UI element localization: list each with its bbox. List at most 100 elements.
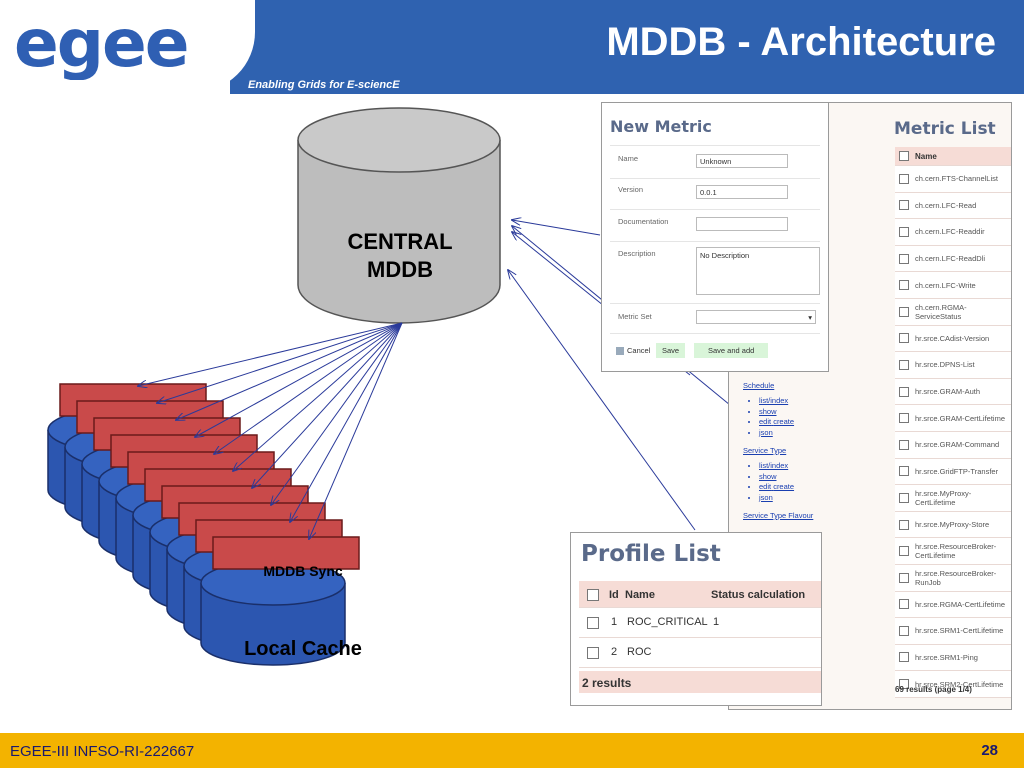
row-checkbox[interactable]	[899, 599, 909, 610]
link-edit-2[interactable]: edit	[759, 482, 772, 491]
logo-area: egee	[0, 0, 255, 92]
link-service-type-flavour[interactable]: Service Type Flavour	[743, 511, 814, 520]
sync-arrow	[233, 322, 403, 471]
row-checkbox[interactable]	[587, 617, 599, 629]
documentation-input[interactable]	[696, 217, 788, 231]
table-row[interactable]: hr.srce.MyProxy-CertLifetime	[895, 485, 1011, 512]
metric-name[interactable]: hr.srce.GRAM-CertLifetime	[915, 413, 1006, 423]
table-row[interactable]: hr.srce.GRAM-CertLifetime	[895, 405, 1011, 432]
row-checkbox[interactable]	[899, 173, 909, 184]
metric-name[interactable]: hr.srce.SRM1-CertLifetime	[915, 626, 1004, 636]
table-row[interactable]: hr.srce.GridFTP-Transfer	[895, 458, 1011, 486]
row-name[interactable]: ROC_CRITICAL	[627, 616, 708, 628]
row-checkbox[interactable]	[899, 572, 909, 583]
table-row[interactable]: hr.srce.ResourceBroker-CertLifetime	[895, 538, 1011, 565]
row-checkbox[interactable]	[899, 492, 909, 503]
metric-list-footer: 69 results (page 1/4)	[895, 685, 972, 694]
row-checkbox[interactable]	[899, 386, 909, 397]
table-row[interactable]: hr.srce.GRAM-Auth	[895, 378, 1011, 406]
metric-name[interactable]: ch.cern.LFC-Write	[915, 280, 976, 290]
row-checkbox[interactable]	[899, 679, 909, 690]
metric-name[interactable]: hr.srce.SRM2-CertLifetime	[915, 679, 1004, 689]
cancel-button[interactable]: Cancel	[610, 343, 656, 358]
central-mddb-cylinder	[297, 107, 501, 324]
row-checkbox[interactable]	[899, 466, 909, 477]
metric-name[interactable]: hr.srce.RGMA-CertLifetime	[915, 599, 1006, 609]
link-schedule[interactable]: Schedule	[743, 381, 775, 390]
row-checkbox[interactable]	[899, 359, 909, 370]
link-edit[interactable]: edit	[759, 417, 772, 426]
row-checkbox[interactable]	[899, 253, 909, 264]
metric-name[interactable]: hr.srce.MyProxy-Store	[915, 520, 990, 530]
table-row[interactable]: hr.srce.DPNS-List	[895, 352, 1011, 379]
save-button[interactable]: Save	[656, 343, 686, 358]
table-row[interactable]: hr.srce.RGMA-CertLifetime	[895, 591, 1011, 619]
project-id: EGEE-III INFSO-RI-222667	[10, 743, 195, 760]
metric-name[interactable]: hr.srce.ResourceBroker-CertLifetime	[915, 542, 997, 561]
link-json-2[interactable]: json	[759, 493, 813, 504]
metric-name[interactable]: hr.srce.GRAM-Command	[915, 440, 1000, 450]
select-all-checkbox[interactable]	[899, 151, 909, 161]
version-input[interactable]: 0.0.1	[696, 185, 788, 199]
table-row[interactable]: hr.srce.GRAM-Command	[895, 431, 1011, 459]
metric-name[interactable]: hr.srce.SRM1-Ping	[915, 652, 978, 662]
metric-name[interactable]: ch.cern.FTS-ChannelList	[915, 174, 998, 184]
metric-name[interactable]: ch.cern.LFC-Readdir	[915, 227, 985, 237]
link-show-2[interactable]: show	[759, 472, 813, 483]
description-row: Description No Description	[610, 241, 820, 304]
row-name[interactable]: ROC	[627, 646, 652, 658]
table-row[interactable]: ch.cern.LFC-ReadDli	[895, 245, 1011, 273]
row-checkbox[interactable]	[899, 413, 909, 424]
table-row[interactable]: hr.srce.ResourceBroker-RunJob	[895, 564, 1011, 592]
row-checkbox[interactable]	[899, 652, 909, 663]
table-row[interactable]: ch.cern.LFC-Write	[895, 272, 1011, 299]
name-input[interactable]: Unknown	[696, 154, 788, 168]
link-service-type[interactable]: Service Type	[743, 446, 787, 455]
row-checkbox[interactable]	[899, 226, 909, 237]
row-checkbox[interactable]	[899, 625, 909, 636]
link-create[interactable]: create	[773, 417, 795, 426]
arrow-new-metric	[512, 220, 601, 236]
metric-name[interactable]: hr.srce.CAdist-Version	[915, 333, 990, 343]
link-edit-create[interactable]: edit create	[759, 417, 813, 428]
link-list-index[interactable]: list/index	[759, 396, 813, 407]
save-and-add-button[interactable]: Save and add	[694, 343, 769, 358]
table-row[interactable]: hr.srce.SRM1-CertLifetime	[895, 618, 1011, 645]
link-create-2[interactable]: create	[773, 482, 795, 491]
metric-name[interactable]: hr.srce.GRAM-Auth	[915, 387, 981, 397]
row-checkbox[interactable]	[899, 280, 909, 291]
row-checkbox[interactable]	[899, 306, 909, 317]
chevron-down-icon: ▾	[808, 313, 812, 322]
table-row[interactable]: 2 ROC	[579, 638, 821, 668]
metric-name[interactable]: hr.srce.DPNS-List	[915, 360, 975, 370]
table-row[interactable]: ch.cern.FTS-ChannelList	[895, 166, 1011, 193]
metric-name[interactable]: hr.srce.MyProxy-CertLifetime	[915, 488, 972, 507]
metric-name[interactable]: ch.cern.LFC-ReadDli	[915, 254, 986, 264]
row-checkbox[interactable]	[899, 200, 909, 211]
row-checkbox[interactable]	[899, 333, 909, 344]
metric-set-select[interactable]: ▾	[696, 310, 816, 324]
table-row[interactable]: ch.cern.LFC-Read	[895, 192, 1011, 220]
row-checkbox[interactable]	[899, 519, 909, 530]
table-row[interactable]: hr.srce.MyProxy-Store	[895, 511, 1011, 539]
central-label-line2: MDDB	[367, 257, 433, 282]
link-edit-create-2[interactable]: edit create	[759, 482, 813, 493]
link-list-index-2[interactable]: list/index	[759, 461, 813, 472]
row-checkbox[interactable]	[587, 647, 599, 659]
metric-name[interactable]: ch.cern.RGMA-ServiceStatus	[915, 302, 967, 321]
select-all-checkbox[interactable]	[587, 589, 599, 601]
link-json[interactable]: json	[759, 428, 813, 439]
table-row[interactable]: 1 ROC_CRITICAL 1	[579, 608, 821, 638]
table-row[interactable]: hr.srce.SRM2-CertLifetime	[895, 671, 1011, 698]
row-checkbox[interactable]	[899, 546, 909, 557]
table-row[interactable]: ch.cern.LFC-Readdir	[895, 219, 1011, 246]
link-show[interactable]: show	[759, 407, 813, 418]
metric-name[interactable]: ch.cern.LFC-Read	[915, 200, 977, 210]
description-textarea[interactable]: No Description	[696, 247, 820, 295]
table-row[interactable]: ch.cern.RGMA-ServiceStatus	[895, 298, 1011, 326]
row-checkbox[interactable]	[899, 439, 909, 450]
table-row[interactable]: hr.srce.SRM1-Ping	[895, 644, 1011, 672]
metric-name[interactable]: hr.srce.GridFTP-Transfer	[915, 466, 999, 476]
metric-name[interactable]: hr.srce.ResourceBroker-RunJob	[915, 568, 997, 587]
table-row[interactable]: hr.srce.CAdist-Version	[895, 325, 1011, 353]
